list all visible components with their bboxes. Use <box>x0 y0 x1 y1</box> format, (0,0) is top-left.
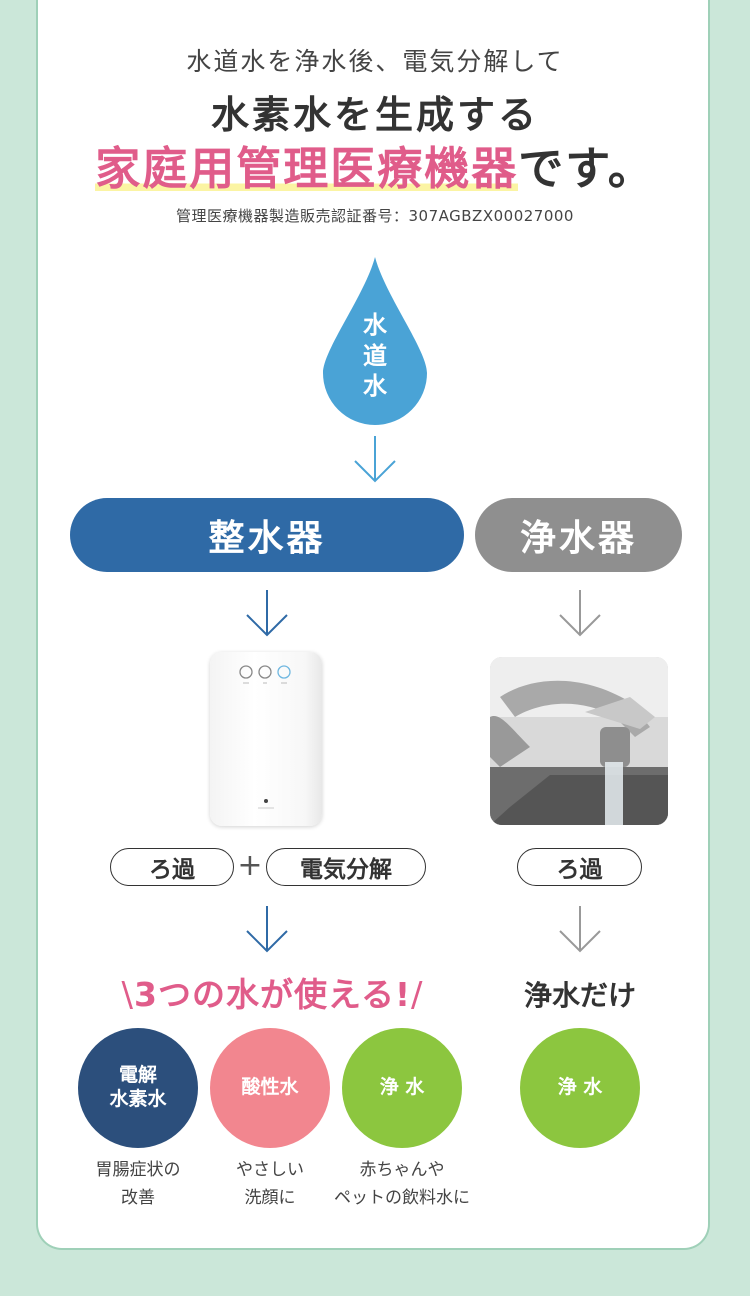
arrow-down-icon <box>559 906 601 953</box>
caption-line: ペットの飲料水に <box>334 1188 470 1209</box>
three-waters-text: 3つの水が使える! <box>133 975 412 1014</box>
drop-label-char: 水 <box>363 311 387 339</box>
caption-line: 洗顔に <box>244 1188 296 1209</box>
water-purifier-header: 浄水器 <box>475 498 682 572</box>
water-ionizer-header: 整水器 <box>70 498 464 572</box>
caption-line: 改善 <box>121 1188 155 1209</box>
water-ionizer-device-image <box>210 652 322 826</box>
caption-acidic-water: やさしい 洗顔に <box>210 1156 330 1212</box>
caption-line: 赤ちゃんや <box>359 1160 445 1180</box>
highlight-text: 家庭用管理医療機器 <box>95 142 519 195</box>
arrow-down-icon <box>246 590 288 637</box>
kitchen-faucet-image <box>490 657 668 825</box>
intro-line-2: 水素水を生成する <box>210 93 539 137</box>
electrolysis-label: 電気分解 <box>266 848 426 886</box>
three-waters-headline: \3つの水が使える!/ <box>90 968 455 1016</box>
filtration-label: ろ過 <box>110 848 234 886</box>
circle-label-line: 酸性水 <box>241 1076 299 1099</box>
drop-label: 水 道 水 <box>350 310 400 402</box>
circle-label-line: 水素水 <box>109 1088 167 1110</box>
filtration-label-purifier: ろ過 <box>517 848 642 886</box>
caption-hydrogen-water: 胃腸症状の 改善 <box>68 1156 208 1212</box>
arrow-down-icon <box>246 906 288 953</box>
caption-line: 胃腸症状の <box>95 1160 181 1180</box>
circle-label-line: 浄 水 <box>557 1076 603 1099</box>
circle-label-line: 浄 水 <box>379 1076 425 1099</box>
drop-label-char: 道 <box>363 341 387 370</box>
caption-purified-water: 赤ちゃんや ペットの飲料水に <box>322 1156 482 1212</box>
arrow-down-icon <box>354 436 396 483</box>
plus-sign: + <box>237 848 263 883</box>
electrolyzed-hydrogen-water-circle: 電解水素水 <box>78 1028 198 1148</box>
slash-right: / <box>411 975 424 1015</box>
certification-number: 管理医療機器製造販売認証番号：307AGBZX00027000 <box>176 207 574 225</box>
arrow-down-icon <box>559 590 601 637</box>
caption-line: やさしい <box>236 1160 304 1180</box>
purified-water-circle: 浄 水 <box>342 1028 462 1148</box>
water-drop-icon <box>323 257 427 425</box>
circle-label-line: 電解 <box>118 1064 157 1087</box>
drop-label-char: 水 <box>363 372 387 401</box>
purified-only-headline: 浄水だけ <box>523 979 636 1012</box>
slash-left: \ <box>121 975 134 1015</box>
purified-water-circle-purifier: 浄 水 <box>520 1028 640 1148</box>
acidic-water-circle: 酸性水 <box>210 1028 330 1148</box>
intro-line-3: 家庭用管理医療機器です。 <box>0 132 750 197</box>
intro-line-3-rest: です。 <box>518 142 655 195</box>
intro-line-1: 水道水を浄水後、電気分解して <box>186 47 564 76</box>
